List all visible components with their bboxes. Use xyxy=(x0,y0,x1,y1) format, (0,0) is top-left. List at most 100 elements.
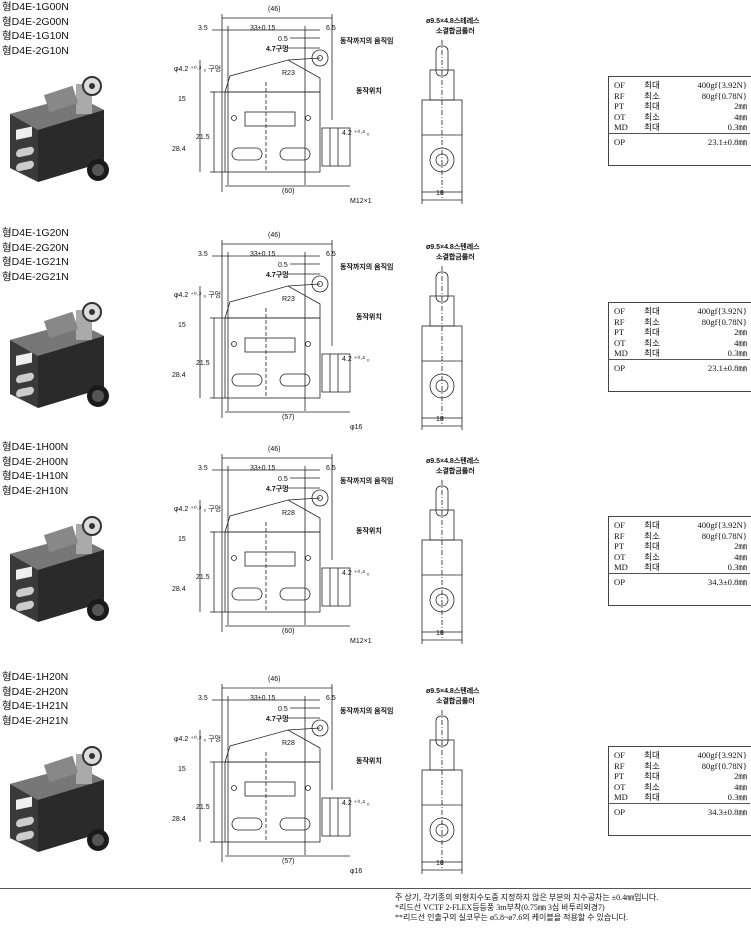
dim-mount-hole: φ4.2 ⁺⁰·² ₀ 구멍 xyxy=(174,292,222,299)
label-roller: ø9.5×4.8스테레스 xyxy=(426,18,480,25)
dim-offset: 3.5 xyxy=(198,695,208,702)
spec-table: OF 최대 400gf{3.92N} RF 최소 80gf{0.78N} PT … xyxy=(608,306,750,377)
model-name: 형D4E-2G10N xyxy=(2,44,69,57)
spec-value: 400gf{3.92N} xyxy=(697,520,747,530)
spec-cond: 최대 xyxy=(644,792,660,803)
label-roller: ø9.5×4.8스텐레스 xyxy=(426,244,480,251)
model-name: 형D4E-2H10N xyxy=(2,484,69,497)
spec-code: OP xyxy=(608,132,642,151)
spec-row: OF 최대 400gf{3.92N} xyxy=(608,306,750,317)
footnote-2: *리드선 VCTF 2-FLEX등등풍 3m부착(0.75㎜ 3심 바투리외경7… xyxy=(395,903,605,912)
spec-code: PT xyxy=(614,541,625,552)
front-view-drawing xyxy=(199,454,351,632)
spec-row: RF 최소 80gf{0.78N} xyxy=(608,317,750,328)
label-roller: ø9.5×4.8스텐레스 xyxy=(426,688,480,695)
spec-cond: 최대 xyxy=(644,771,660,782)
spec-code: OF xyxy=(614,520,625,530)
spec-cond: 최소 xyxy=(644,337,660,348)
product-photo xyxy=(10,302,109,408)
spec-code: PT xyxy=(614,771,625,782)
label-travel: 동작까지의 움직임 xyxy=(340,708,394,715)
dim-thread: φ16 xyxy=(350,424,363,431)
spec-value: 34.3±0.8㎜ xyxy=(677,572,750,591)
dim-side-width: 18 xyxy=(436,416,444,423)
dim-mount-hole: φ4.2 ⁺⁰·² ₀ 구멍 xyxy=(174,66,222,73)
label-operating-position: 동작위치 xyxy=(356,758,382,765)
dim-radius: R28 xyxy=(282,740,295,747)
dim-overall: (46) xyxy=(268,676,281,683)
dim-height-215: 21.5 xyxy=(196,134,210,141)
dim-radius: R23 xyxy=(282,70,295,77)
model-name: 형D4E-1H20N xyxy=(2,671,69,683)
dim-hole-pitch: 33±0.15 xyxy=(250,251,276,258)
dim-hole-42: 4.2 ⁺⁰·² ₀ xyxy=(342,356,370,363)
spec-value: 34.3±0.8㎜ xyxy=(677,802,750,821)
spec-row: PT 최대 2㎜ xyxy=(608,771,750,782)
spec-code: OP xyxy=(608,358,642,377)
spec-row: PT 최대 2㎜ xyxy=(608,101,750,112)
spec-box xyxy=(608,746,751,836)
dim-hole-pitch: 33±0.15 xyxy=(250,25,276,32)
model-list: 형D4E-1G20N 형D4E-2G20N 형D4E-1G21N 형D4E-2G… xyxy=(2,226,69,284)
dim-edge: 6.5 xyxy=(326,25,336,32)
label-roller-material: 소결합금롤러 xyxy=(436,254,475,261)
spec-code: OT xyxy=(614,111,626,122)
spec-row: RF 최소 80gf{0.78N} xyxy=(608,91,750,102)
spec-cond: 최소 xyxy=(644,90,660,101)
spec-row-op: OP 23.1±0.8㎜ xyxy=(608,132,750,151)
dim-mount-hole: φ4.2 ⁺⁰·² ₀ 구멍 xyxy=(174,736,222,743)
spec-cond: 최소 xyxy=(644,551,660,562)
spec-cond: 최소 xyxy=(644,316,660,327)
label-travel: 동작까지의 움직임 xyxy=(340,264,394,271)
dim-offset: 3.5 xyxy=(198,465,208,472)
spec-value: 0.3㎜ xyxy=(727,562,747,573)
dim-height-215: 21.5 xyxy=(196,804,210,811)
side-view-drawing xyxy=(421,40,463,204)
spec-box xyxy=(608,302,751,392)
spec-code: OT xyxy=(614,551,626,562)
side-view-drawing xyxy=(421,710,463,874)
dim-radius: R23 xyxy=(282,296,295,303)
dim-height-215: 21.5 xyxy=(196,574,210,581)
front-view-drawing xyxy=(199,684,351,862)
spec-value: 400gf{3.92N} xyxy=(697,306,747,316)
model-name: 형D4E-1G00N xyxy=(2,1,69,13)
label-operating-position: 동작위치 xyxy=(356,528,382,535)
spec-code: RF xyxy=(614,760,625,771)
spec-code: OF xyxy=(614,750,625,760)
spec-row-op: OP 34.3±0.8㎜ xyxy=(608,572,750,591)
front-view-drawing xyxy=(199,240,351,418)
spec-value: 23.1±0.8㎜ xyxy=(677,132,750,151)
product-photo xyxy=(10,516,109,622)
model-name: 형D4E-2G00N xyxy=(2,15,69,28)
spec-code: OF xyxy=(614,306,625,316)
dim-hole-47: 4.7구멍 xyxy=(266,272,289,279)
spec-row: PT 최대 2㎜ xyxy=(608,327,750,338)
spec-value: 80gf{0.78N} xyxy=(701,90,747,101)
spec-cond: 최대 xyxy=(644,541,660,552)
spec-cond: 최소 xyxy=(644,530,660,541)
dim-radius: R28 xyxy=(282,510,295,517)
dim-height-15: 15 xyxy=(178,536,186,543)
dim-side-width: 18 xyxy=(436,860,444,867)
dim-hole-42: 4.2 ⁺⁰·² ₀ xyxy=(342,130,370,137)
spec-code: PT xyxy=(614,327,625,338)
spec-cond xyxy=(641,358,678,377)
spec-code: OP xyxy=(608,802,642,821)
dim-offset: 3.5 xyxy=(198,25,208,32)
footnote-1: 주 상기, 각기종의 외형치수도중 지정하지 않은 부분의 치수공차는 ±0.4… xyxy=(395,893,659,902)
dim-gap: 0.5 xyxy=(278,476,288,483)
model-list: 형D4E-1G00N 형D4E-2G00N 형D4E-1G10N 형D4E-2G… xyxy=(2,0,69,58)
dim-offset: 3.5 xyxy=(198,251,208,258)
model-name: 형D4E-2H21N xyxy=(2,714,69,727)
spec-value: 400gf{3.92N} xyxy=(697,750,747,760)
spec-row: OF 최대 400gf{3.92N} xyxy=(608,520,750,531)
spec-value: 2㎜ xyxy=(734,327,747,338)
footnotes: 주 상기, 각기종의 외형치수도중 지정하지 않은 부분의 치수공차는 ±0.4… xyxy=(395,893,658,923)
spec-cond: 최소 xyxy=(644,111,660,122)
dim-side-width: 18 xyxy=(436,190,444,197)
model-name: 형D4E-2H20N xyxy=(2,685,69,698)
spec-code: RF xyxy=(614,90,625,101)
dim-height-284: 28.4 xyxy=(172,146,186,153)
spec-box xyxy=(608,516,751,606)
